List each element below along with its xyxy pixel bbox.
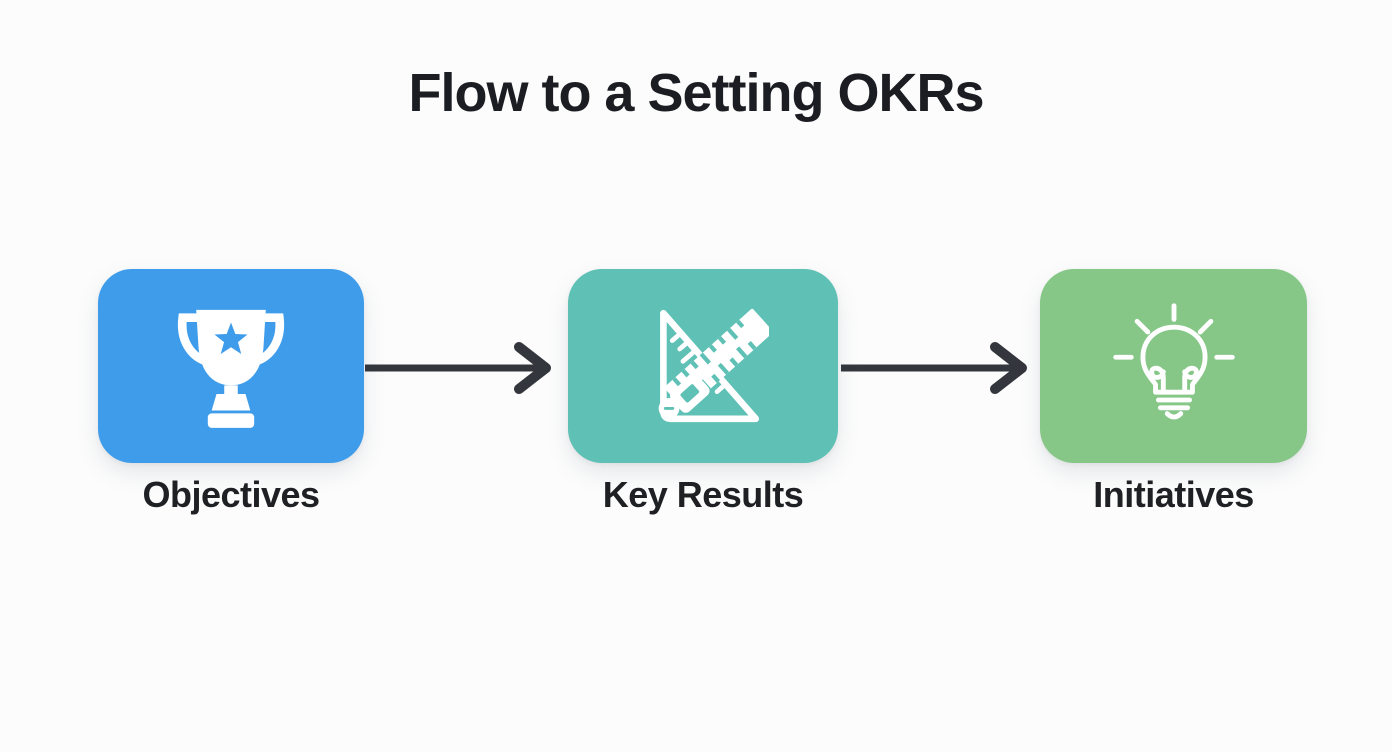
lightbulb-icon (1112, 303, 1235, 420)
ray-upper-right (1197, 318, 1213, 335)
diagram-title: Flow to a Setting OKRs (408, 63, 984, 123)
step-card-key-results (568, 269, 838, 463)
star-cutout (214, 322, 248, 355)
step-card-objectives (98, 269, 364, 463)
step-label-initiatives: Initiatives (1093, 474, 1254, 515)
flow-arrow-2 (841, 342, 1027, 394)
trophy-icon (177, 309, 285, 428)
step-card-initiatives (1040, 269, 1307, 463)
ruler-hole (669, 373, 710, 413)
ray-upper-left (1134, 318, 1150, 335)
step-label-objectives: Objectives (142, 474, 320, 515)
step-label-key-results: Key Results (602, 474, 804, 515)
flow-arrow-1 (365, 342, 551, 394)
ruler-icon (658, 308, 769, 423)
